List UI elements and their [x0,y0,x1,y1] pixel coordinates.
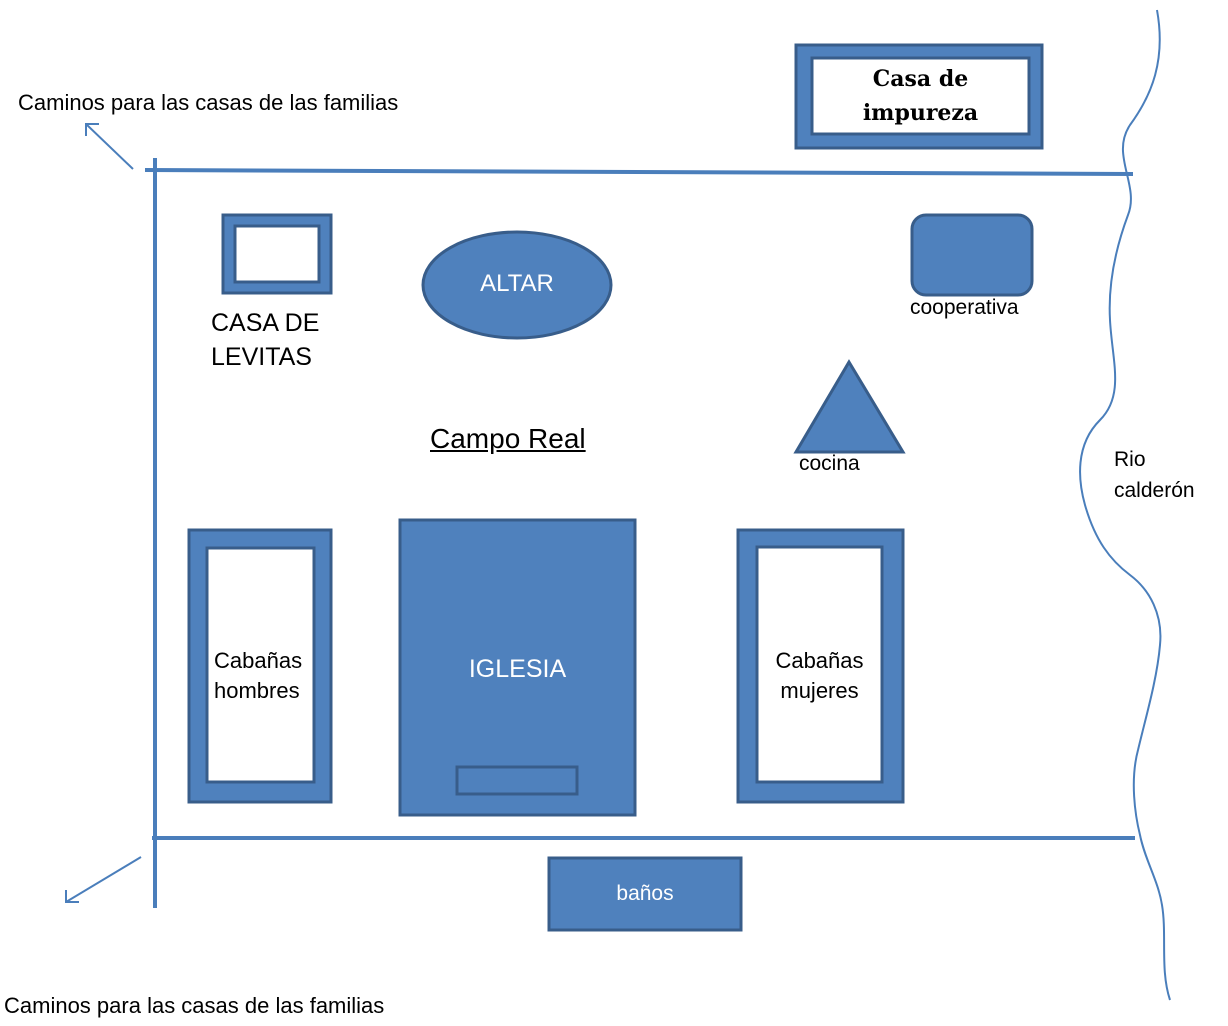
paths-label-top: Caminos para las casas de las familias [18,90,399,115]
women-cabins [736,528,905,804]
camp-title: Campo Real [430,423,586,454]
cooperative-label: cooperativa [910,296,1019,319]
path-arrow-bottom [65,856,142,903]
cooperative [910,213,1034,297]
women-cabins-label: Cabañas mujeres [775,648,864,703]
levites-house [221,213,333,295]
altar [421,230,613,340]
church [398,518,637,817]
river-label: Rio calderón [1114,448,1195,502]
men-cabins-label: Cabañas hombres [214,648,303,703]
impurity-house [794,43,1044,150]
bathrooms-label: baños [616,882,674,905]
path-arrow-top [85,123,134,170]
kitchen-label: cocina [799,452,860,475]
paths-label-bottom: Caminos para las casas de las familias [4,993,385,1018]
river [1079,9,1171,1001]
church-label: IGLESIA [468,655,567,683]
altar-label: ALTAR [480,270,554,297]
camp-top-boundary [144,168,1134,176]
levites-house-label: CASA DE LEVITAS [211,309,320,371]
church-altar-platform [455,765,579,796]
kitchen [793,359,906,454]
bathrooms [547,856,743,932]
impurity-house-label: Casa de impureza [862,66,979,126]
men-cabins [187,528,333,804]
